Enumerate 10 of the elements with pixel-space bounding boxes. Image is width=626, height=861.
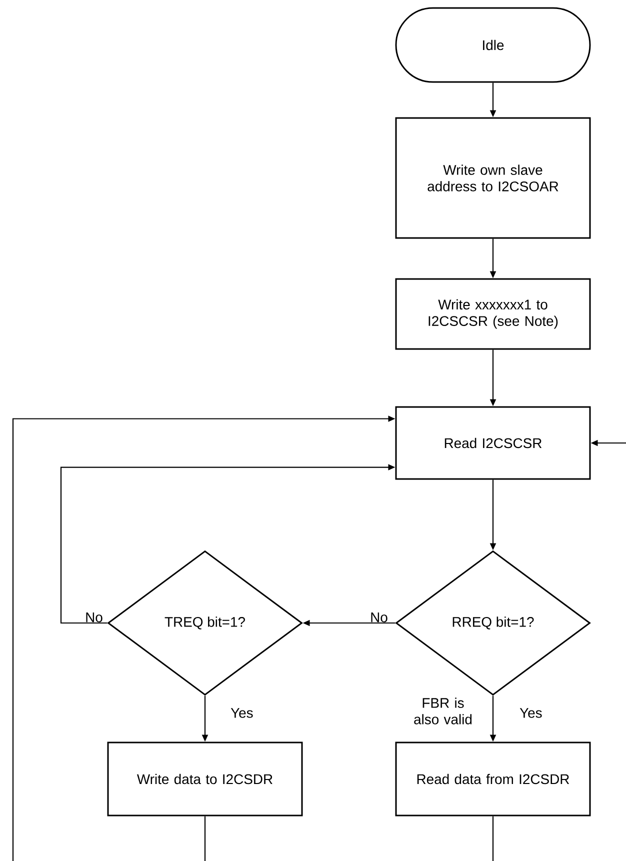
note-label: FBR is also valid <box>414 698 472 724</box>
edge-label: No <box>371 612 388 622</box>
process-box: Write xxxxxxx1 to I2CSCSR (see Note) <box>395 278 591 350</box>
edge-label: No <box>86 612 102 622</box>
edge-label: Yes <box>230 708 253 718</box>
process-box: Read I2CSCSR <box>395 406 591 480</box>
process-box: Write data to I2CSDR <box>107 742 303 816</box>
edge-label: Yes <box>520 708 542 718</box>
process-box: Write own slave address to I2CSOAR <box>395 117 591 239</box>
process-box: Read data from I2CSDR <box>395 742 591 816</box>
